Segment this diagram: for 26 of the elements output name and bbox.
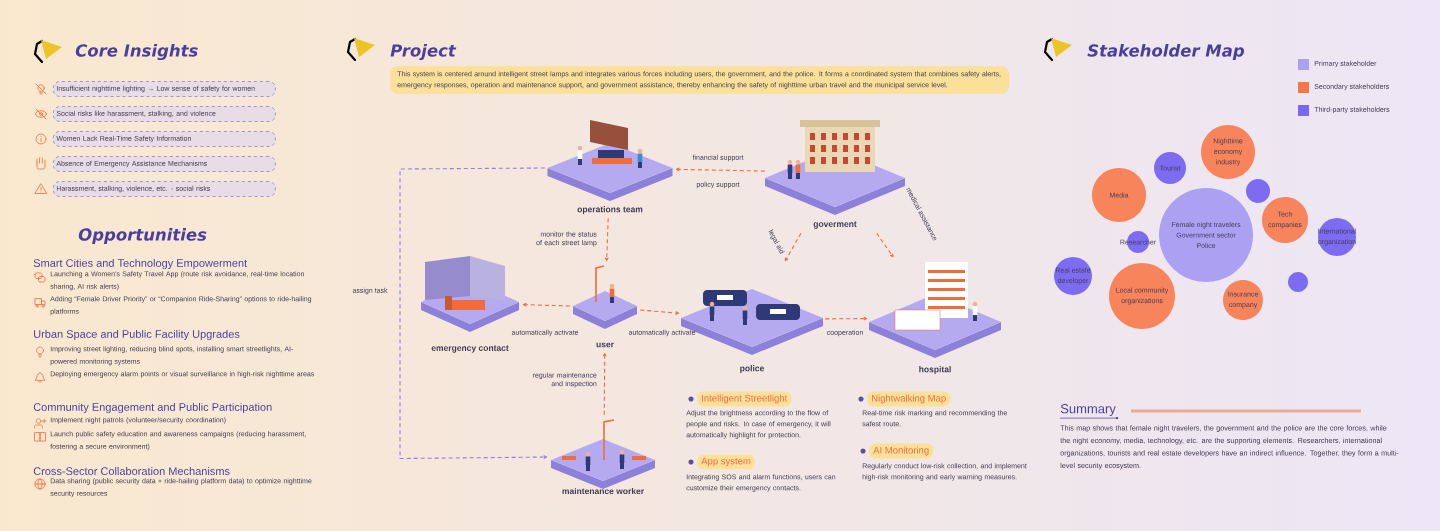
arrow (604, 217, 609, 262)
scene-label: user (596, 342, 614, 348)
category-heading: Community Engagement and Public Participation (33, 402, 272, 414)
arrow (639, 309, 680, 315)
arrow (675, 167, 766, 172)
scene-label: operations team (577, 206, 643, 214)
arrow (824, 316, 868, 321)
scene-label: hospital (919, 366, 951, 374)
arrow (399, 167, 548, 460)
section-heading: Summary (1059, 404, 1119, 420)
section-heading: Stakeholder Map (1087, 44, 1244, 60)
category-heading: Smart Cities and Technology Empowerment (33, 258, 248, 270)
arrow (602, 352, 607, 416)
section-heading: Opportunities (78, 228, 207, 244)
scene-label: police (740, 365, 764, 373)
category-heading: Urban Space and Public Facility Upgrades (34, 329, 240, 341)
arrow (784, 232, 802, 262)
scene-label: emergency contact (431, 345, 509, 353)
section-heading: Core Insights (75, 43, 198, 61)
scene-label: maintenance worker (562, 487, 644, 495)
stakeholder-circle (1246, 179, 1270, 203)
category-heading: Cross-Sector Collaboration Mechanisms (33, 466, 230, 476)
arrow (876, 232, 894, 258)
scene-label: goverment (813, 221, 857, 229)
stakeholder-circle (1288, 272, 1308, 292)
arrow (522, 302, 571, 307)
